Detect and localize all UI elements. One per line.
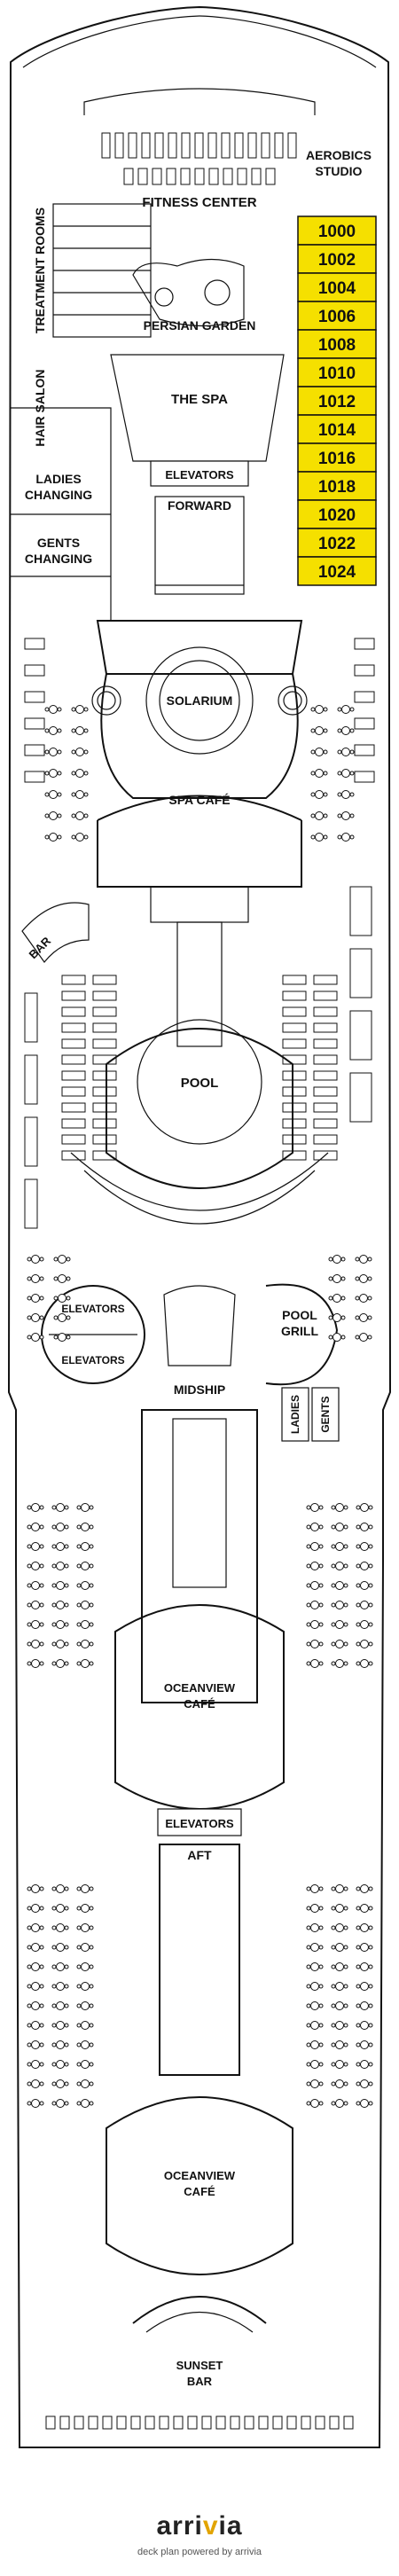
brand-tagline: deck plan powered by arrivia bbox=[137, 2547, 262, 2557]
solarium-area bbox=[91, 620, 308, 799]
stern-seat-strip bbox=[45, 2415, 354, 2430]
sunset-bar-counter bbox=[132, 2296, 267, 2324]
cabin-number: 1010 bbox=[318, 364, 356, 383]
ladies-changing-label-1: LADIES bbox=[35, 472, 81, 486]
logo-part-v: v bbox=[202, 2511, 219, 2541]
elevators-forward-box bbox=[150, 460, 249, 487]
cabin-number: 1020 bbox=[318, 506, 356, 525]
cabin-number: 1024 bbox=[318, 563, 356, 582]
cabin-1020[interactable]: 1020 bbox=[297, 499, 377, 529]
hull-outline bbox=[7, 5, 392, 2448]
cabin-number: 1000 bbox=[318, 223, 356, 241]
spa-cafe-counter bbox=[97, 795, 302, 821]
lounge-chairs-left bbox=[24, 638, 117, 1229]
sunset-bar-label-2: BAR bbox=[187, 2375, 213, 2388]
oceanview-cafe-2-label-1: OCEANVIEW bbox=[164, 2169, 236, 2182]
cabin-number: 1016 bbox=[318, 450, 356, 468]
forward-core bbox=[154, 496, 245, 595]
aerobics-studio-label-2: STUDIO bbox=[316, 164, 363, 178]
cabin-number: 1002 bbox=[318, 251, 356, 270]
pool-area bbox=[70, 886, 329, 1225]
cabin-number: 1014 bbox=[318, 421, 356, 440]
cabin-column: 1000 1002 1004 1006 1008 1010 1012 1014 1016 1018… bbox=[297, 215, 377, 586]
elevators-aft-label: ELEVATORS bbox=[165, 1817, 234, 1830]
cabin-1014[interactable]: 1014 bbox=[297, 414, 377, 444]
oceanview-cafe-2-label-2: CAFÉ bbox=[184, 2185, 215, 2198]
forward-label: FORWARD bbox=[168, 498, 231, 513]
cabin-1012[interactable]: 1012 bbox=[297, 386, 377, 416]
aft-buffet-block bbox=[141, 1409, 258, 1703]
deck-plan-map: 1000 1002 1004 1006 1008 1010 1012 1014 1016 1018… bbox=[7, 5, 392, 2448]
arrivia-logo: arrivia bbox=[0, 2511, 399, 2541]
bar-counter bbox=[21, 902, 90, 963]
sunset-bar-label-1: SUNSET bbox=[176, 2359, 223, 2372]
pool-grill-label-2: GRILL bbox=[281, 1324, 318, 1338]
aft-label: AFT bbox=[187, 1848, 212, 1862]
cabin-1018[interactable]: 1018 bbox=[297, 471, 377, 501]
oceanview-cafe-1-label-2: CAFÉ bbox=[184, 1697, 215, 1711]
cabin-number: 1006 bbox=[318, 308, 356, 326]
the-spa-label: THE SPA bbox=[171, 392, 228, 407]
treatment-rooms-label: TREATMENT ROOMS bbox=[33, 207, 47, 333]
cabin-number: 1018 bbox=[318, 478, 356, 497]
cabin-1000[interactable]: 1000 bbox=[297, 215, 377, 246]
pool-grill-label-1: POOL bbox=[282, 1308, 317, 1322]
dining-tables-right bbox=[306, 705, 373, 2108]
aft-core bbox=[159, 1844, 240, 2076]
gents-label: GENTS bbox=[319, 1396, 332, 1432]
cabin-1022[interactable]: 1022 bbox=[297, 528, 377, 558]
spa-cafe-area bbox=[97, 820, 302, 888]
solarium-label: SOLARIUM bbox=[167, 693, 233, 708]
ladies-changing-label-2: CHANGING bbox=[25, 488, 92, 502]
pool-grill-counter bbox=[265, 1283, 339, 1386]
cabin-1006[interactable]: 1006 bbox=[297, 301, 377, 331]
fitness-center-label: FITNESS CENTER bbox=[142, 195, 256, 210]
gents-changing-label-1: GENTS bbox=[37, 536, 80, 550]
oceanview-cafe-1-area bbox=[114, 1604, 285, 1810]
cabin-1016[interactable]: 1016 bbox=[297, 442, 377, 473]
oceanview-cafe-2-area bbox=[106, 2096, 293, 2275]
bow-inner-line-right bbox=[199, 15, 377, 68]
gents-changing-label-2: CHANGING bbox=[25, 552, 92, 566]
the-spa-area bbox=[110, 354, 285, 462]
bar-label: BAR bbox=[27, 934, 54, 961]
cabin-1008[interactable]: 1008 bbox=[297, 329, 377, 359]
fitness-equipment bbox=[83, 88, 316, 115]
logo-part-a: arri bbox=[156, 2511, 203, 2541]
midship-label: MIDSHIP bbox=[174, 1382, 225, 1397]
dining-tables-left bbox=[27, 705, 94, 2108]
spa-cafe-label: SPA CAFÉ bbox=[168, 793, 230, 807]
cabin-number: 1004 bbox=[318, 279, 356, 298]
aerobics-studio-label-1: AEROBICS bbox=[306, 148, 372, 162]
persian-garden-label: PERSIAN GARDEN bbox=[144, 318, 256, 333]
hair-salon-label: HAIR SALON bbox=[33, 369, 47, 446]
elevators-aft-box bbox=[157, 1808, 242, 1836]
ladies-label: LADIES bbox=[289, 1395, 301, 1434]
midship-stair bbox=[163, 1285, 236, 1366]
cabin-1024[interactable]: 1024 bbox=[297, 556, 377, 586]
elevators-midship-bottom-label: ELEVATORS bbox=[61, 1354, 124, 1366]
cabin-1010[interactable]: 1010 bbox=[297, 357, 377, 388]
cabin-1002[interactable]: 1002 bbox=[297, 244, 377, 274]
ladies-changing-wall bbox=[11, 407, 112, 621]
persian-garden-area bbox=[132, 258, 245, 327]
pool-label: POOL bbox=[181, 1076, 219, 1091]
ladies-restroom bbox=[281, 1387, 309, 1442]
oceanview-cafe-1-label-1: OCEANVIEW bbox=[164, 1681, 236, 1695]
cabin-1004[interactable]: 1004 bbox=[297, 272, 377, 302]
logo-part-b: ia bbox=[218, 2511, 243, 2541]
cabin-number: 1022 bbox=[318, 535, 356, 553]
bow-inner-line bbox=[22, 15, 200, 68]
gents-restroom bbox=[311, 1387, 340, 1442]
cabin-number: 1012 bbox=[318, 393, 356, 411]
lounge-chairs-right bbox=[282, 638, 375, 1161]
elevators-forward-label: ELEVATORS bbox=[165, 468, 234, 482]
elevators-midship-top-label: ELEVATORS bbox=[61, 1303, 124, 1315]
elevators-midship-oval bbox=[41, 1285, 145, 1384]
cabin-number: 1008 bbox=[318, 336, 356, 355]
fitness-machine-row bbox=[101, 132, 297, 185]
